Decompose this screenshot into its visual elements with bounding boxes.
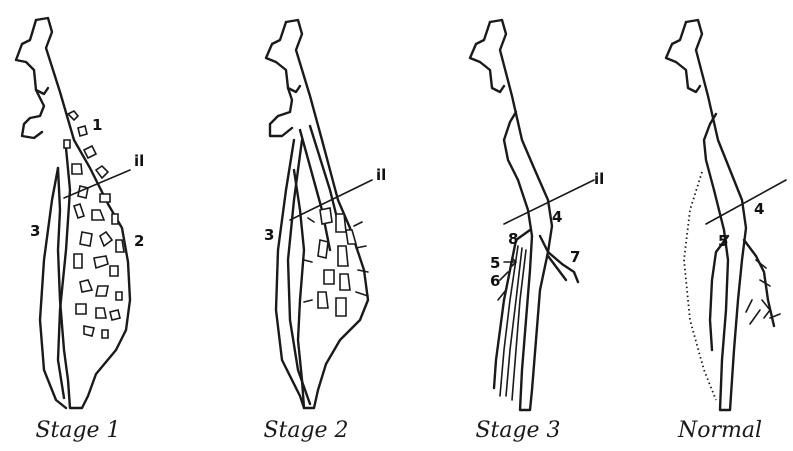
label-4: 4 (552, 208, 562, 226)
collateral-network (64, 111, 124, 338)
label-2: 2 (134, 232, 144, 250)
caption-stage-3: Stage 3 (428, 418, 608, 443)
panel-normal: 4 5 (666, 20, 786, 410)
iliac-level-line (504, 180, 594, 224)
label-3: 3 (30, 222, 40, 240)
label-5: 5 (490, 254, 500, 272)
label-3: 3 (264, 226, 274, 244)
label-8: 8 (508, 230, 518, 248)
label-il: il (376, 166, 386, 184)
caption-stage-1: Stage 1 (0, 418, 168, 443)
label-il: il (594, 170, 604, 188)
label-il: il (134, 152, 144, 170)
caption-normal: Normal (630, 418, 793, 443)
vessel-outline (266, 20, 368, 408)
vessel-outline (16, 18, 130, 408)
panel-stage-3: il 4 8 5 6 7 (470, 20, 604, 410)
label-1: 1 (92, 116, 102, 134)
collateral-network (304, 208, 368, 316)
panel-stage-2: il 3 (264, 20, 386, 408)
panel-stage-1: il 1 2 3 (16, 18, 144, 408)
label-6: 6 (490, 272, 500, 290)
label-5: 5 (718, 232, 728, 250)
label-4: 4 (754, 200, 764, 218)
caption-stage-2: Stage 2 (216, 418, 396, 443)
label-7: 7 (570, 248, 580, 266)
